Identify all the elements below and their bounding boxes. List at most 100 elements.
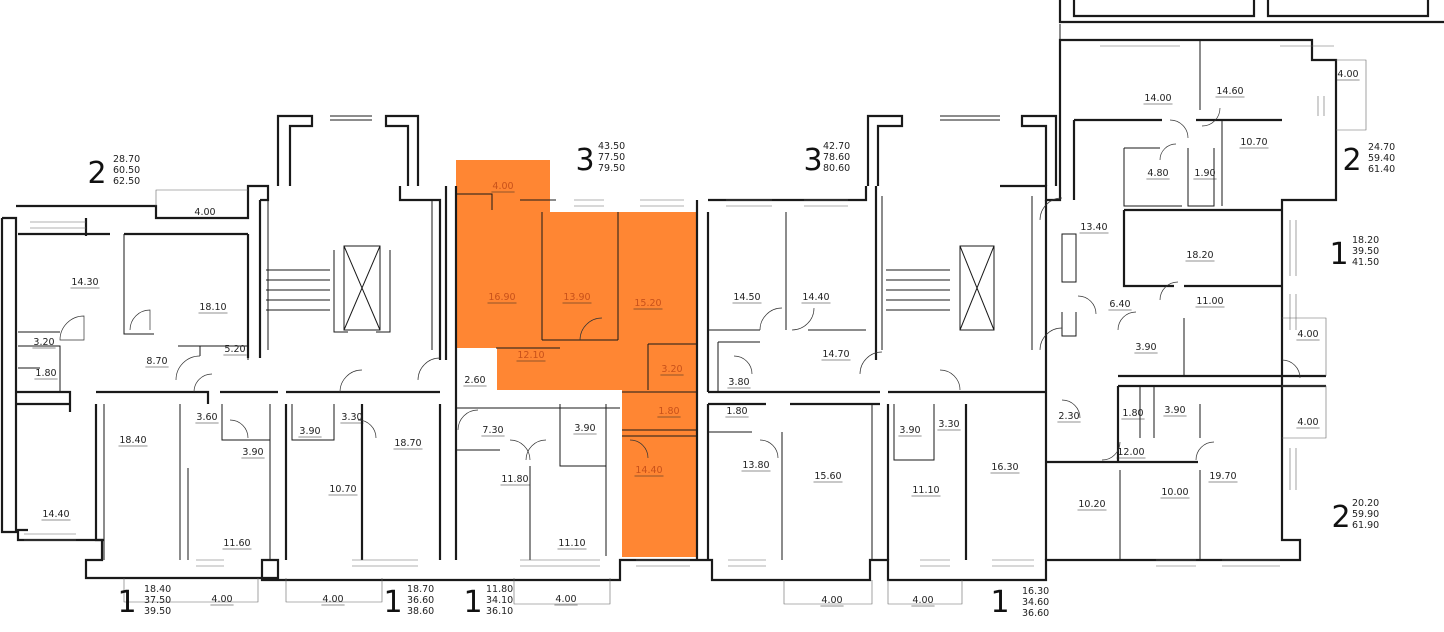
room-area-label: 4.00 [194, 207, 215, 218]
room-area-label: 4.00 [912, 595, 933, 606]
room-area-label: 14.40 [802, 292, 829, 303]
room-area-label: 14.50 [733, 292, 760, 303]
total-area-with-balcony: 38.60 [407, 606, 434, 617]
total-area: 60.50 [113, 165, 140, 176]
room-area-label: 19.70 [1209, 471, 1236, 482]
room-area-label: 16.30 [991, 462, 1018, 473]
room-area-label: 8.70 [146, 356, 167, 367]
living-area: 28.70 [113, 154, 140, 165]
total-area: 77.50 [598, 152, 625, 163]
room-count: 2 [1331, 500, 1350, 535]
room-area-label: 4.80 [1147, 168, 1168, 179]
total-area-with-balcony: 80.60 [823, 163, 850, 174]
balconies [123, 59, 1367, 605]
room-area-label: 4.00 [1297, 329, 1318, 340]
room-area-label: 14.60 [1216, 86, 1243, 97]
total-area: 59.90 [1352, 509, 1379, 520]
room-area-label: 11.60 [223, 538, 250, 549]
windows [24, 45, 1334, 567]
total-area: 36.60 [407, 595, 434, 606]
room-area-label: 18.40 [119, 435, 146, 446]
living-area: 16.30 [1022, 586, 1049, 597]
total-area-with-balcony: 61.40 [1368, 164, 1395, 175]
room-area-label: 11.00 [1196, 296, 1223, 307]
room-area-label: 3.30 [938, 419, 959, 430]
room-area-label: 12.10 [517, 350, 544, 361]
living-area: 24.70 [1368, 142, 1395, 153]
room-area-label: 14.40 [635, 465, 662, 476]
room-area-label: 3.60 [196, 412, 217, 423]
room-area-label: 4.00 [211, 594, 232, 605]
room-area-label: 10.20 [1078, 499, 1105, 510]
living-area: 18.40 [144, 584, 171, 595]
total-area: 59.40 [1368, 153, 1395, 164]
room-area-label: 3.20 [33, 337, 54, 348]
total-area-with-balcony: 36.60 [1022, 608, 1049, 619]
room-area-label: 10.70 [329, 484, 356, 495]
room-area-label: 4.00 [1297, 417, 1318, 428]
room-area-label: 14.70 [822, 349, 849, 360]
room-area-label: 1.80 [658, 406, 679, 417]
total-area-with-balcony: 79.50 [598, 163, 625, 174]
room-area-label: 10.00 [1161, 487, 1188, 498]
room-area-label: 3.90 [1164, 405, 1185, 416]
total-area-with-balcony: 36.10 [486, 606, 513, 617]
room-area-label: 7.30 [482, 425, 503, 436]
interior-walls [16, 40, 1326, 560]
living-area: 18.70 [407, 584, 434, 595]
living-area: 18.20 [1352, 235, 1379, 246]
room-area-label: 2.60 [464, 375, 485, 386]
room-count: 1 [990, 585, 1009, 620]
room-count: 2 [1342, 143, 1361, 178]
living-area: 11.80 [486, 584, 513, 595]
room-area-label: 1.80 [1122, 408, 1143, 419]
room-area-label: 3.90 [574, 423, 595, 434]
total-area: 39.50 [1352, 246, 1379, 257]
room-count: 3 [803, 143, 822, 178]
room-area-label: 4.00 [492, 181, 513, 192]
room-area-label: 15.20 [634, 298, 661, 309]
room-area-label: 11.10 [558, 538, 585, 549]
room-count: 1 [383, 585, 402, 620]
room-area-label: 4.00 [322, 594, 343, 605]
room-area-label: 3.80 [728, 377, 749, 388]
door-swings [59, 107, 1301, 461]
room-area-label: 3.30 [341, 412, 362, 423]
total-area: 78.60 [823, 152, 850, 163]
living-area: 42.70 [823, 141, 850, 152]
living-area: 20.20 [1352, 498, 1379, 509]
room-area-label: 13.90 [563, 292, 590, 303]
room-area-label: 4.00 [555, 594, 576, 605]
room-count: 2 [87, 156, 106, 191]
room-area-label: 18.10 [199, 302, 226, 313]
room-area-label: 1.80 [726, 406, 747, 417]
room-area-label: 11.80 [501, 474, 528, 485]
room-area-label: 1.80 [35, 368, 56, 379]
room-area-label: 18.20 [1186, 250, 1213, 261]
room-area-label: 3.90 [242, 447, 263, 458]
room-area-label: 4.00 [821, 595, 842, 606]
room-count: 1 [117, 585, 136, 620]
room-area-label: 3.90 [299, 426, 320, 437]
room-count: 1 [463, 585, 482, 620]
highlighted-apartment[interactable] [456, 160, 697, 557]
room-area-label: 14.40 [42, 509, 69, 520]
room-area-label: 13.80 [742, 460, 769, 471]
room-count: 1 [1329, 237, 1348, 272]
room-area-label: 2.30 [1058, 411, 1079, 422]
living-area: 43.50 [598, 141, 625, 152]
total-area: 34.10 [486, 595, 513, 606]
room-area-label: 13.40 [1080, 222, 1107, 233]
room-area-label: 16.90 [488, 292, 515, 303]
total-area: 34.60 [1022, 597, 1049, 608]
